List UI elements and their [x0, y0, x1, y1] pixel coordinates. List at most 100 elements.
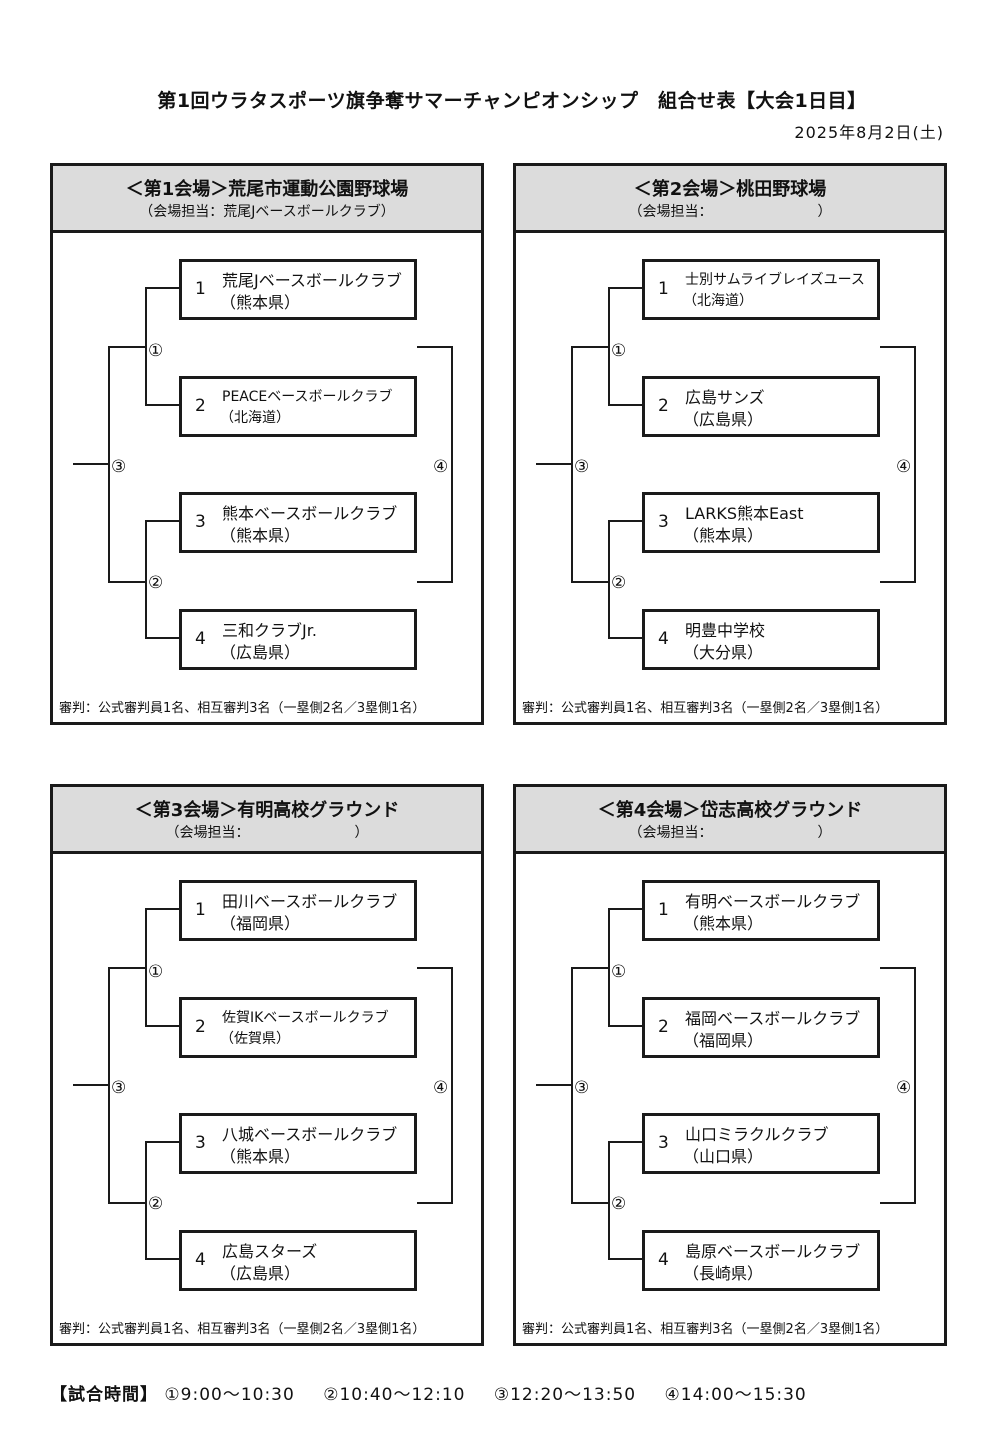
match-schedule: 【試合時間】 ①9:00～10:30 ②10:40～12:10 ③12:20～1…	[50, 1380, 829, 1405]
schedule-time-4: ④14:00～15:30	[664, 1385, 807, 1405]
match-label-3: ③	[574, 1078, 590, 1098]
bracket-line	[608, 908, 642, 910]
bracket-line	[451, 967, 453, 1203]
schedule-label: 【試合時間】	[50, 1385, 158, 1405]
match-label-2: ②	[148, 573, 164, 593]
match-label-4: ④	[433, 1078, 449, 1098]
bracket-line	[571, 967, 610, 969]
team-seed: 3	[195, 1133, 206, 1153]
team-prefecture: （熊本県）	[220, 1147, 301, 1166]
bracket-line	[608, 1141, 642, 1143]
team-name: LARKS熊本East	[685, 504, 804, 523]
bracket-line	[451, 346, 453, 582]
bracket-line	[880, 346, 916, 348]
team-seed: 1	[195, 279, 206, 299]
team-prefecture: （北海道）	[220, 410, 290, 426]
match-label-1: ①	[611, 341, 627, 361]
bracket-line	[608, 287, 642, 289]
bracket-line	[73, 463, 110, 465]
match-label-1: ①	[148, 962, 164, 982]
team-seed: 2	[195, 396, 206, 416]
venue-name: ＜第4会場＞岱志高校グラウンド	[597, 800, 863, 821]
match-label-2: ②	[611, 1194, 627, 1214]
team-box: 1 田川ベースボールクラブ （福岡県）	[179, 880, 417, 941]
team-prefecture: （広島県）	[220, 643, 301, 662]
team-name: 三和クラブJr.	[222, 621, 317, 640]
venue-name: ＜第2会場＞桃田野球場	[633, 179, 827, 200]
venue-manager: （会場担当： ）	[165, 825, 369, 841]
bracket-line	[108, 1202, 147, 1204]
team-name: 八城ベースボールクラブ	[222, 1125, 398, 1144]
team-seed: 4	[658, 629, 669, 649]
venue-manager: （会場担当： ）	[628, 825, 832, 841]
team-seed: 2	[658, 1017, 669, 1037]
team-prefecture: （広島県）	[220, 1264, 301, 1283]
venue-header: ＜第2会場＞桃田野球場（会場担当： ）	[516, 166, 944, 233]
bracket-line	[608, 520, 610, 638]
bracket-line	[571, 1202, 610, 1204]
bracket-line	[73, 1084, 110, 1086]
bracket-line	[880, 1202, 916, 1204]
bracket-line	[417, 1202, 453, 1204]
match-label-3: ③	[574, 457, 590, 477]
team-seed: 1	[195, 900, 206, 920]
team-name: 山口ミラクルクラブ	[685, 1125, 829, 1144]
bracket-line	[914, 346, 916, 582]
match-label-4: ④	[896, 457, 912, 477]
venue-panel-1: ＜第1会場＞荒尾市運動公園野球場（会場担当：荒尾Jベースボールクラブ） 1 荒尾Jベ…	[50, 163, 484, 725]
bracket-line	[417, 581, 453, 583]
team-seed: 3	[658, 1133, 669, 1153]
team-prefecture: （福岡県）	[683, 1031, 764, 1050]
team-name: 佐賀IKベースボールクラブ	[222, 1010, 389, 1026]
team-box: 3 山口ミラクルクラブ （山口県）	[642, 1113, 880, 1174]
bracket-line	[608, 520, 642, 522]
team-prefecture: （長崎県）	[683, 1264, 764, 1283]
venue-manager: （会場担当：荒尾Jベースボールクラブ）	[139, 204, 395, 220]
match-label-4: ④	[433, 457, 449, 477]
bracket-line	[108, 967, 147, 969]
team-prefecture: （広島県）	[683, 410, 764, 429]
team-prefecture: （福岡県）	[220, 914, 301, 933]
bracket-line	[608, 1141, 610, 1259]
match-label-3: ③	[111, 457, 127, 477]
bracket-line	[536, 463, 573, 465]
team-prefecture: （北海道）	[683, 293, 753, 309]
match-label-3: ③	[111, 1078, 127, 1098]
team-prefecture: （熊本県）	[220, 293, 301, 312]
venue-header: ＜第1会場＞荒尾市運動公園野球場（会場担当：荒尾Jベースボールクラブ）	[53, 166, 481, 233]
bracket-line	[145, 637, 179, 639]
match-label-1: ①	[611, 962, 627, 982]
team-name: 田川ベースボールクラブ	[222, 892, 398, 911]
bracket-line	[145, 520, 179, 522]
bracket-line	[608, 1025, 642, 1027]
team-seed: 3	[658, 512, 669, 532]
schedule-time-3: ③12:20～13:50	[493, 1385, 637, 1405]
team-prefecture: （大分県）	[683, 643, 764, 662]
team-seed: 2	[195, 1017, 206, 1037]
referee-note: 審判：公式審判員1名、相互審判3名（一塁側2名／3塁側1名）	[522, 701, 889, 716]
bracket-line	[880, 967, 916, 969]
bracket-line	[536, 1084, 573, 1086]
team-box: 1 荒尾Jベースボールクラブ （熊本県）	[179, 259, 417, 320]
bracket-line	[108, 581, 147, 583]
match-label-2: ②	[611, 573, 627, 593]
team-seed: 1	[658, 900, 669, 920]
bracket-line	[145, 1258, 179, 1260]
team-prefecture: （熊本県）	[683, 914, 764, 933]
bracket-line	[914, 967, 916, 1203]
venue-header: ＜第4会場＞岱志高校グラウンド （会場担当： ）	[516, 787, 944, 854]
team-prefecture: （熊本県）	[220, 526, 301, 545]
bracket-line	[145, 1025, 179, 1027]
bracket-line	[145, 1141, 147, 1259]
team-prefecture: （山口県）	[683, 1147, 764, 1166]
team-seed: 2	[658, 396, 669, 416]
team-name: 荒尾Jベースボールクラブ	[222, 271, 402, 290]
bracket-line	[608, 1258, 642, 1260]
team-box: 3 八城ベースボールクラブ （熊本県）	[179, 1113, 417, 1174]
team-seed: 1	[658, 279, 669, 299]
